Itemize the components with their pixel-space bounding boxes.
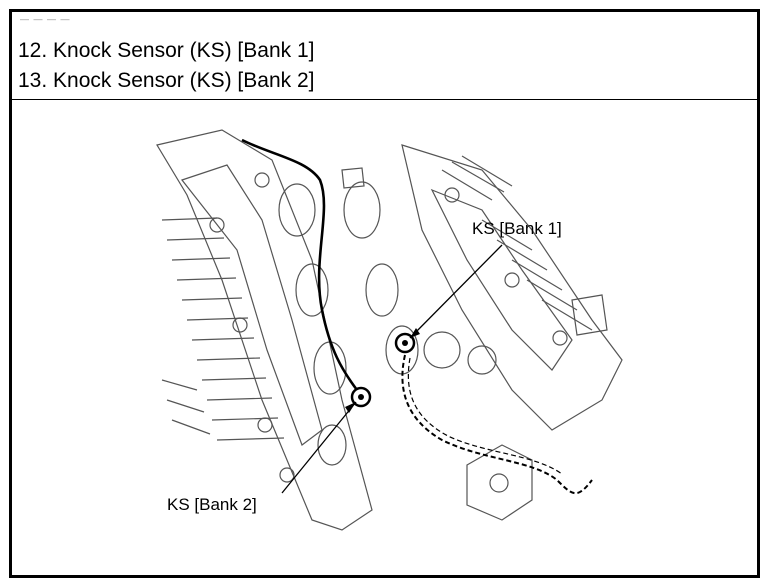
ks-bank2-arrow-icon xyxy=(345,402,356,413)
engine-illustration: KS [Bank 1] KS [Bank 2] xyxy=(12,100,757,575)
engine-drawing: KS [Bank 1] KS [Bank 2] xyxy=(156,129,623,531)
bank1-harness-wire xyxy=(401,354,593,495)
ks-bank1-label: KS [Bank 1] xyxy=(472,219,562,238)
ks-bank1-arrow-icon xyxy=(410,328,420,338)
title-block: — — — — 12. Knock Sensor (KS) [Bank 1] 1… xyxy=(12,12,757,100)
header-mark: — — — — xyxy=(20,14,71,24)
bank2-harness-wire xyxy=(241,138,359,391)
ks-bank2-label: KS [Bank 2] xyxy=(167,495,257,514)
engine-block-outline xyxy=(156,129,623,531)
item-12-label: 12. Knock Sensor (KS) [Bank 1] xyxy=(18,39,315,62)
bank1-harness-wire-edge xyxy=(407,357,563,475)
ks-bank1-leader-line xyxy=(409,244,503,339)
ks-bank2-leader-line xyxy=(281,401,357,494)
diagram-frame: — — — — 12. Knock Sensor (KS) [Bank 1] 1… xyxy=(9,9,760,578)
ks-bank1-sensor-center xyxy=(402,340,408,346)
item-13-label: 13. Knock Sensor (KS) [Bank 2] xyxy=(18,69,315,92)
ks-bank2-sensor-center xyxy=(358,394,364,400)
